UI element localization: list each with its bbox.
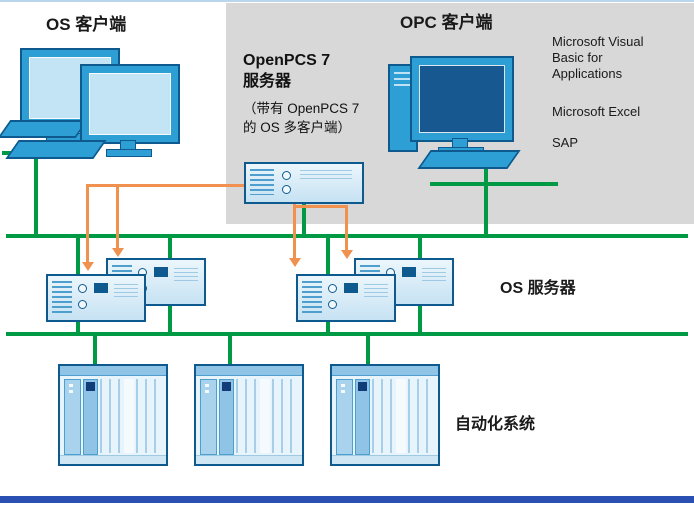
os-clients-label: OS 客户端 bbox=[46, 15, 127, 34]
os-client-monitor-back bbox=[20, 48, 120, 128]
os-server-link-right-a bbox=[326, 238, 330, 274]
transfer-line-right-2 bbox=[345, 205, 348, 250]
server-vents bbox=[250, 169, 274, 195]
server-knob bbox=[328, 300, 337, 309]
openpcs7-label-block: OpenPCS 7 服务器 （带有 OpenPCS 7 的 OS 多客户端） bbox=[243, 50, 413, 137]
monitor-screen bbox=[419, 65, 505, 133]
module-led bbox=[341, 390, 345, 393]
automation-system-rack-3 bbox=[330, 364, 440, 466]
monitor-screen bbox=[89, 73, 171, 135]
server-knob bbox=[282, 185, 291, 194]
module-led bbox=[69, 390, 73, 393]
arrowhead-left-1 bbox=[82, 262, 94, 271]
transfer-line-left-horizontal bbox=[86, 184, 247, 187]
os-client-bus-link bbox=[34, 151, 38, 238]
opc-client-monitor bbox=[410, 56, 514, 142]
os-server-link-right-d bbox=[418, 300, 422, 334]
app-item-sap: SAP bbox=[552, 135, 579, 150]
server-slot-lines bbox=[422, 268, 446, 282]
rack-top-rail bbox=[332, 366, 438, 376]
rack-module-gap bbox=[260, 379, 270, 453]
openpcs7-server-unit bbox=[244, 162, 364, 204]
server-knob bbox=[328, 284, 337, 293]
transfer-line-left-1 bbox=[86, 184, 89, 262]
plant-bus-line bbox=[6, 332, 688, 336]
server-slot-lines bbox=[364, 284, 388, 298]
arrowhead-right-1 bbox=[289, 258, 301, 267]
tower-vents bbox=[394, 72, 412, 90]
module-led bbox=[341, 384, 345, 387]
server-display bbox=[154, 267, 168, 277]
openpcs7-title-line2: 服务器 bbox=[243, 73, 292, 90]
automation-systems-label: 自动化系统 bbox=[455, 416, 536, 433]
rack-top-rail bbox=[196, 366, 302, 376]
module-led bbox=[205, 390, 209, 393]
app-item-excel: Microsoft Excel bbox=[552, 104, 641, 119]
automation-link-3 bbox=[366, 336, 370, 366]
os-server-unit-left-front bbox=[46, 274, 146, 322]
app-item-vba: Microsoft Visual Basic for Applications bbox=[552, 34, 644, 81]
keyboard bbox=[417, 150, 521, 169]
server-display bbox=[402, 267, 416, 277]
rack-cpu-module bbox=[219, 379, 234, 455]
rack-power-module bbox=[64, 379, 81, 455]
openpcs7-server-bus-link bbox=[302, 198, 306, 238]
os-server-link-right-c bbox=[326, 314, 330, 334]
opc-client-bus-link bbox=[484, 166, 488, 238]
keyboard bbox=[0, 120, 89, 138]
cpu-display bbox=[86, 382, 95, 391]
os-server-link-left-c bbox=[76, 314, 80, 334]
rack-top-rail bbox=[60, 366, 166, 376]
rack-bottom-rail bbox=[196, 455, 302, 464]
bottom-border-bar bbox=[0, 496, 694, 503]
server-slot-lines bbox=[114, 284, 138, 298]
rack-bottom-rail bbox=[60, 455, 166, 464]
opc-clients-label: OPC 客户端 bbox=[400, 13, 493, 32]
monitor-stand-base bbox=[106, 149, 152, 157]
os-server-link-left-a bbox=[76, 238, 80, 274]
openpcs7-title-line1: OpenPCS 7 bbox=[243, 52, 331, 69]
opc-client-network-shelf bbox=[430, 182, 558, 186]
os-client-monitor-front bbox=[80, 64, 180, 144]
automation-link-1 bbox=[93, 336, 97, 366]
server-knob bbox=[78, 284, 87, 293]
transfer-line-right-1 bbox=[293, 200, 296, 258]
rack-module-gap bbox=[124, 379, 134, 453]
server-display bbox=[94, 283, 108, 293]
openpcs7-note-line1: （带有 OpenPCS 7 bbox=[243, 101, 360, 116]
top-border-line bbox=[0, 0, 694, 2]
opc-applications-list: Microsoft Visual Basic for Applications … bbox=[552, 34, 664, 151]
os-server-link-right-b bbox=[418, 238, 422, 260]
rack-power-module bbox=[336, 379, 353, 455]
server-knob bbox=[78, 300, 87, 309]
keyboard bbox=[5, 140, 107, 159]
rack-cpu-module bbox=[83, 379, 98, 455]
server-vents bbox=[302, 281, 322, 313]
server-vents bbox=[52, 281, 72, 313]
rack-power-module bbox=[200, 379, 217, 455]
module-led bbox=[205, 384, 209, 387]
transfer-line-left-2 bbox=[116, 184, 119, 248]
automation-system-rack-1 bbox=[58, 364, 168, 466]
rack-bottom-rail bbox=[332, 455, 438, 464]
server-slot-lines bbox=[300, 170, 352, 182]
automation-link-2 bbox=[228, 336, 232, 366]
server-slot-lines bbox=[174, 268, 198, 282]
arrowhead-right-2 bbox=[341, 250, 353, 259]
transfer-line-right-horizontal bbox=[293, 205, 348, 208]
os-server-link-left-b bbox=[168, 238, 172, 260]
os-server-unit-right-front bbox=[296, 274, 396, 322]
rack-cpu-module bbox=[355, 379, 370, 455]
automation-system-rack-2 bbox=[194, 364, 304, 466]
cpu-display bbox=[358, 382, 367, 391]
os-server-link-left-d bbox=[168, 300, 172, 334]
rack-module-gap bbox=[396, 379, 406, 453]
os-servers-label: OS 服务器 bbox=[500, 280, 576, 297]
openpcs7-note-line2: 的 OS 多客户端） bbox=[243, 120, 352, 135]
cpu-display bbox=[222, 382, 231, 391]
server-display bbox=[344, 283, 358, 293]
arrowhead-left-2 bbox=[112, 248, 124, 257]
module-led bbox=[69, 384, 73, 387]
server-knob bbox=[282, 171, 291, 180]
